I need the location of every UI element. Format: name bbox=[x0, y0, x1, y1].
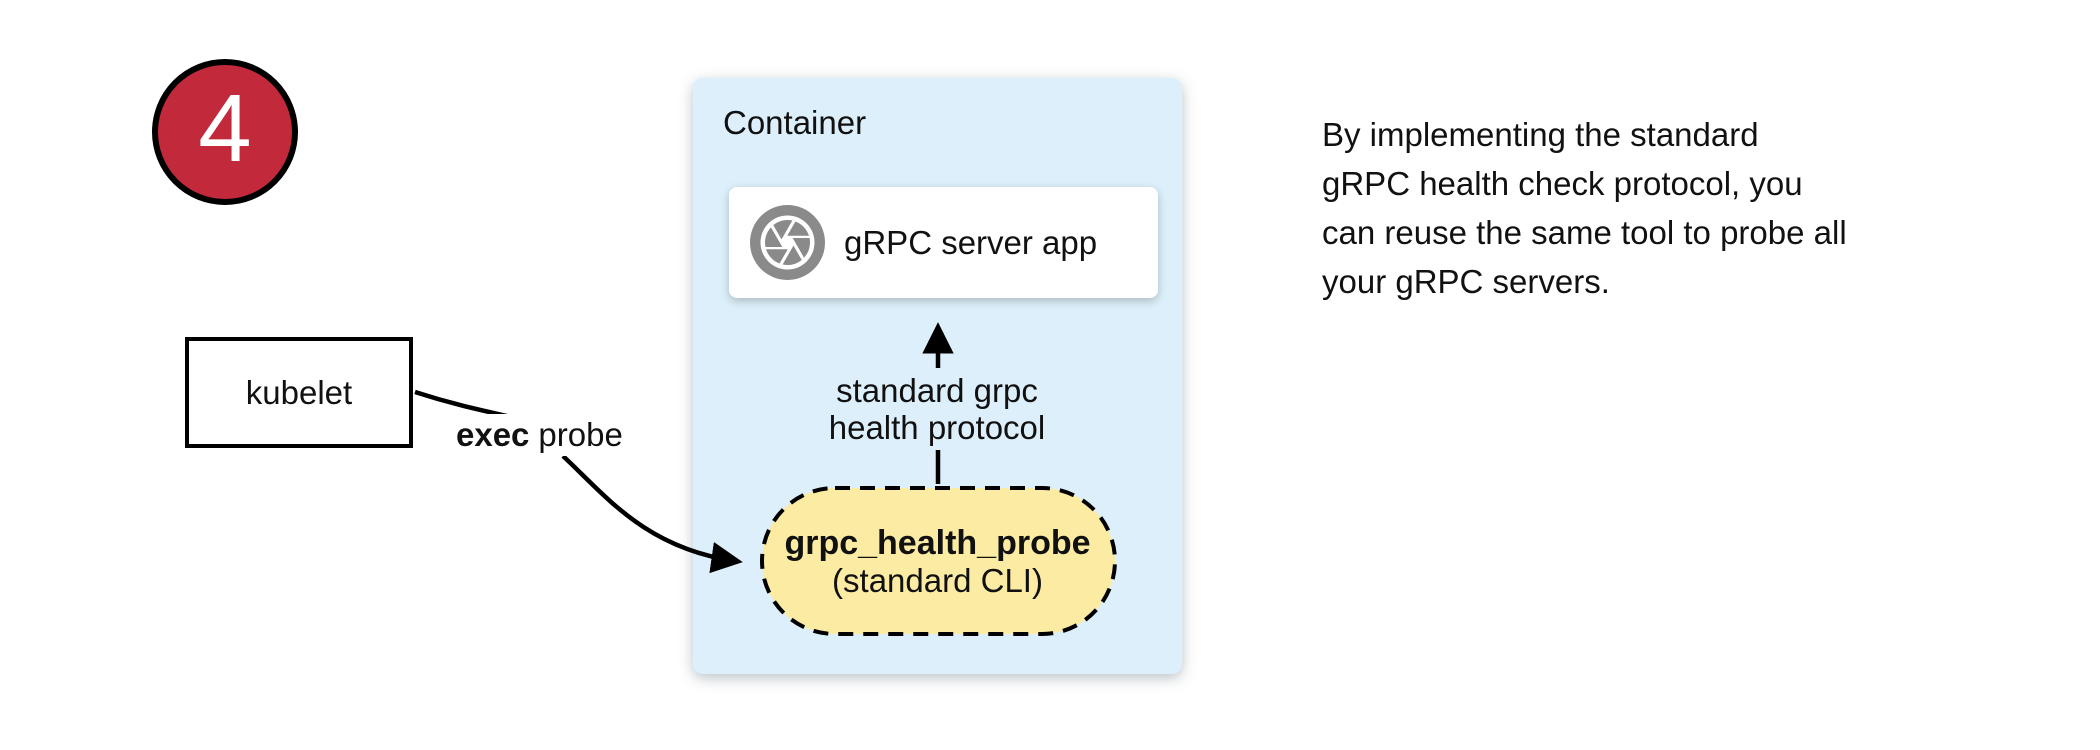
step-number: 4 bbox=[198, 75, 252, 182]
note-line: By implementing the standard bbox=[1322, 116, 1759, 153]
exec-probe-label-rest: probe bbox=[538, 416, 623, 453]
kubelet-box: kubelet bbox=[185, 337, 413, 448]
note-line: can reuse the same tool to probe all bbox=[1322, 214, 1847, 251]
note-line: gRPC health check protocol, you bbox=[1322, 165, 1803, 202]
probe-pill: grpc_health_probe (standard CLI) bbox=[758, 486, 1117, 638]
aperture-icon bbox=[750, 205, 825, 280]
exec-probe-label-bold: exec bbox=[456, 416, 530, 453]
grpc-server-label: gRPC server app bbox=[844, 223, 1098, 261]
note-text: By implementing the standard gRPC health… bbox=[1322, 110, 1962, 306]
step-badge: 4 bbox=[152, 59, 298, 205]
probe-pill-name: grpc_health_probe bbox=[784, 524, 1091, 562]
protocol-label: standard grpc health protocol bbox=[757, 372, 1117, 446]
probe-pill-sub: (standard CLI) bbox=[832, 562, 1043, 599]
container-title: Container bbox=[723, 104, 867, 141]
protocol-label-line2: health protocol bbox=[828, 409, 1046, 446]
protocol-label-line1: standard grpc bbox=[836, 372, 1038, 409]
note-line: your gRPC servers. bbox=[1322, 263, 1610, 300]
kubelet-label: kubelet bbox=[245, 373, 353, 411]
grpc-server-box: gRPC server app bbox=[729, 187, 1158, 298]
